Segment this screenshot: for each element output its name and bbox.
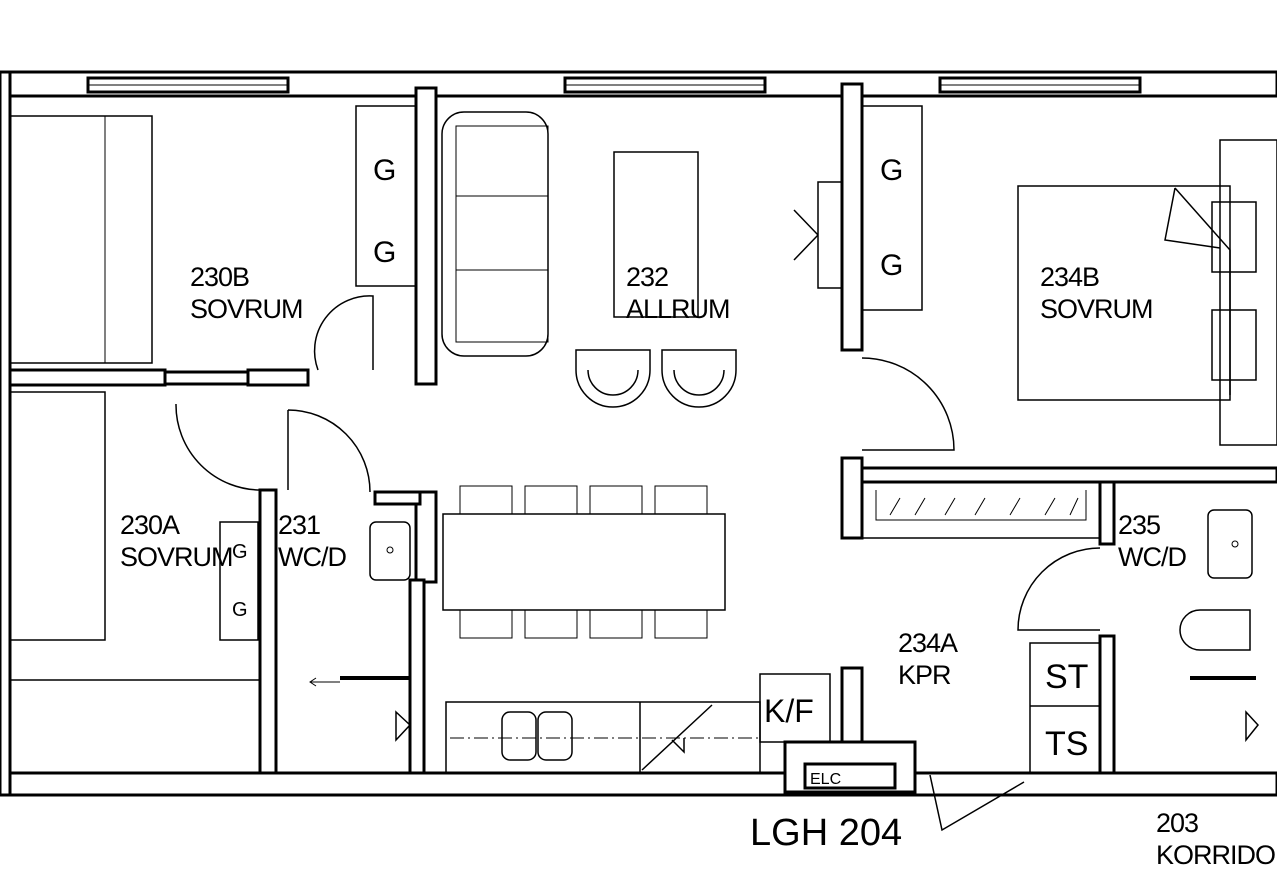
wardrobe-label: G (373, 154, 396, 187)
wardrobe-label: G (373, 236, 396, 269)
room-name: SOVRUM (1040, 294, 1153, 324)
ts-label: TS (1045, 725, 1088, 763)
bed-230b (9, 115, 153, 364)
room-labels: 230B SOVRUM 232 ALLRUM 234B SOVRUM 230A … (120, 262, 1277, 870)
room-number: 230A (120, 510, 180, 540)
room-number: 234A (898, 628, 958, 658)
interior-walls (8, 82, 1277, 794)
coffee-table (613, 151, 699, 318)
fixture-labels: G G G G G G K/F ELC ST TS (232, 154, 1088, 788)
dining-table (442, 513, 726, 611)
wardrobe-label: G (232, 541, 248, 563)
sofa (441, 111, 549, 357)
closet-234a (861, 481, 1101, 539)
wardrobe-230b (355, 105, 417, 287)
armchair (575, 349, 651, 408)
room-name: WC/D (278, 542, 346, 572)
electric-cabinet-label: ELC (810, 771, 841, 788)
room-name: KORRIDOR (1156, 840, 1277, 870)
washer-dryer (1029, 642, 1101, 774)
room-number: 235 (1118, 510, 1160, 540)
room-number: 232 (626, 262, 668, 292)
room-number: 234B (1040, 262, 1099, 292)
doors (175, 295, 1101, 832)
toilet-235 (1179, 609, 1251, 651)
room-number: 231 (278, 510, 320, 540)
st-label: ST (1045, 658, 1088, 696)
wardrobe-label: G (232, 599, 248, 621)
apartment-label: LGH 204 (750, 812, 902, 854)
sink-235 (1207, 509, 1253, 579)
dining-chairs (459, 485, 708, 639)
furniture (9, 105, 1277, 774)
wardrobe-label: G (880, 154, 903, 187)
room-name: KPR (898, 660, 951, 690)
armchair (661, 349, 737, 408)
wardrobe-234b (861, 105, 923, 311)
room-name: SOVRUM (190, 294, 303, 324)
fridge-freezer (759, 673, 831, 743)
fridge-freezer-label: K/F (764, 693, 814, 729)
room-name: WC/D (1118, 542, 1186, 572)
sink-231 (369, 521, 411, 581)
room-name: SOVRUM (120, 542, 233, 572)
room-number: 203 (1156, 808, 1198, 838)
bed-234b (1017, 185, 1231, 401)
bed-230a (9, 391, 106, 641)
wardrobe-230a (219, 521, 259, 641)
room-number: 230B (190, 262, 249, 292)
room-name: ALLRUM (626, 294, 730, 324)
wardrobe-label: G (880, 249, 903, 282)
